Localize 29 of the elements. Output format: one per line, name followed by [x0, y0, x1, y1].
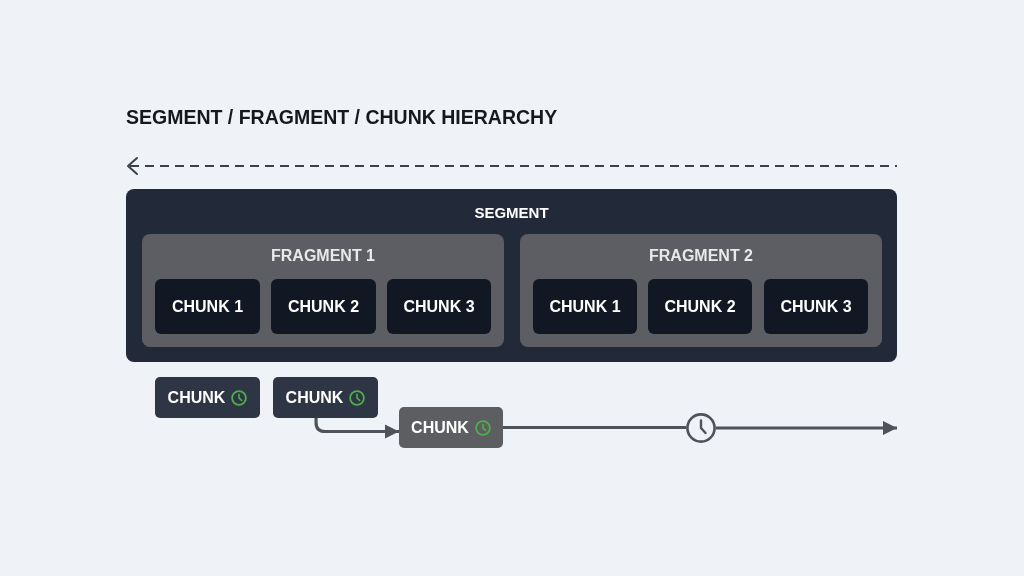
chunk-box — [155, 377, 260, 418]
diagram-title: SEGMENT / FRAGMENT / CHUNK HIERARCHY — [126, 106, 558, 129]
clock-icon — [686, 413, 716, 443]
fragment-panel — [142, 234, 504, 347]
chunk-label: CHUNK 3 — [403, 297, 475, 316]
chunk-label: CHUNK 3 — [780, 297, 852, 316]
chunk-box — [273, 377, 378, 418]
fragment-heading: FRAGMENT 2 — [649, 247, 753, 265]
chunk-box — [155, 279, 260, 334]
chunk-label: CHUNK 1 — [549, 297, 621, 316]
arrow — [716, 421, 897, 435]
chunk-label: CHUNK 2 — [664, 297, 736, 316]
fragment-heading: FRAGMENT 1 — [271, 247, 375, 265]
segment-panel — [126, 189, 897, 362]
chunk-label: CHUNK — [411, 418, 469, 437]
chunk-box — [764, 279, 868, 334]
chunk-box — [533, 279, 637, 334]
chunk-label: CHUNK — [285, 388, 344, 407]
connector-line — [503, 425, 686, 430]
chunk-box — [648, 279, 752, 334]
chunk-box — [387, 279, 491, 334]
arrow — [314, 418, 399, 439]
chunk-label: CHUNK 1 — [171, 297, 244, 316]
chunk-label: CHUNK 2 — [287, 297, 360, 316]
chunk-box — [399, 407, 503, 448]
chunk-label: CHUNK — [167, 388, 226, 407]
segment-heading: SEGMENT — [474, 204, 549, 221]
chunk-box — [271, 279, 376, 334]
fragment-panel — [520, 234, 882, 347]
